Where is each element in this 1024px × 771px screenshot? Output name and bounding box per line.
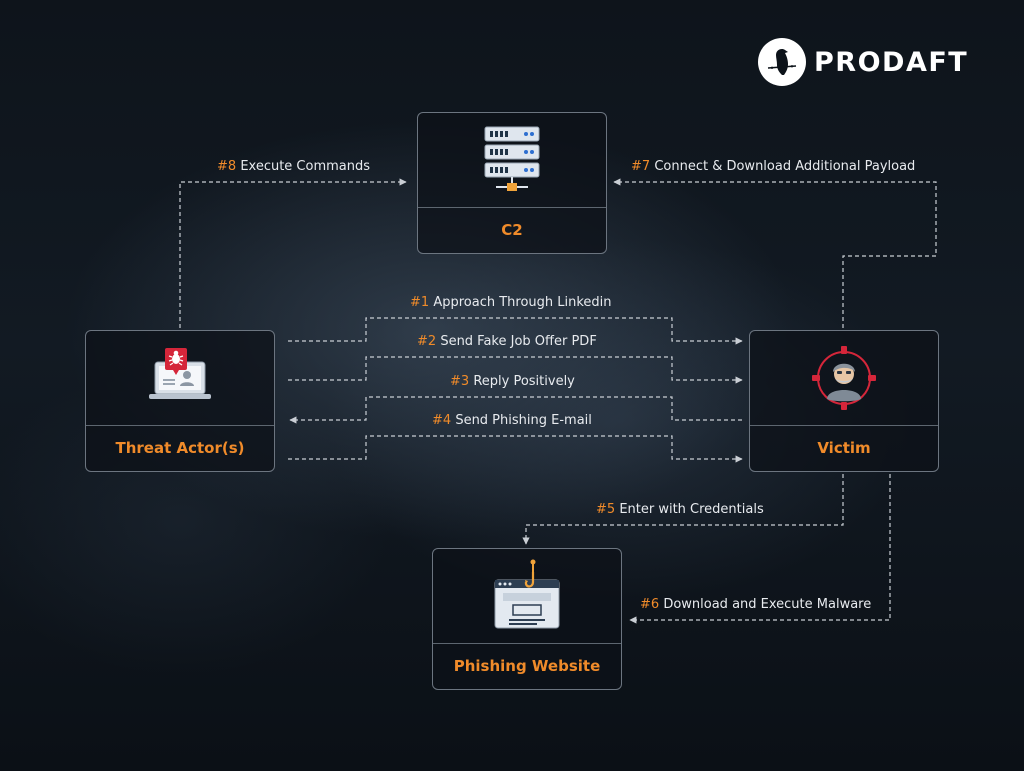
node-victim-label: Victim	[817, 438, 871, 457]
divider	[418, 207, 606, 208]
bird-logo-icon	[758, 38, 806, 86]
step-4-label: #4 Send Phishing E-mail	[432, 413, 592, 428]
step-1-label: #1 Approach Through Linkedin	[410, 295, 612, 310]
step-6-label: #6 Download and Execute Malware	[640, 597, 872, 612]
node-threat-actor: Threat Actor(s)	[85, 330, 275, 472]
server-rack-icon	[418, 113, 606, 207]
prodaft-logo: PRODAFT	[758, 38, 968, 86]
connector-step-4	[288, 435, 743, 463]
connector-step-3	[289, 396, 742, 424]
divider	[433, 643, 621, 644]
node-phishing-website-label: Phishing Website	[453, 656, 601, 675]
brand-name: PRODAFT	[814, 46, 969, 78]
hacked-laptop-icon	[86, 331, 274, 425]
targeted-person-icon	[750, 331, 938, 425]
connector-step-1	[288, 317, 743, 345]
step-5-label: #5 Enter with Credentials	[596, 502, 764, 517]
connector-step-8	[179, 178, 407, 328]
phishing-hook-browser-icon	[433, 549, 621, 643]
node-c2: C2	[417, 112, 607, 254]
step-3-label: #3 Reply Positively	[450, 374, 575, 389]
step-7-label: #7 Connect & Download Additional Payload	[631, 159, 916, 174]
connector-step-7	[613, 178, 937, 328]
divider	[86, 425, 274, 426]
step-2-label: #2 Send Fake Job Offer PDF	[417, 334, 597, 349]
step-8-label: #8 Execute Commands	[217, 159, 371, 174]
divider	[750, 425, 938, 426]
node-c2-label: C2	[501, 220, 523, 239]
connector-step-2	[288, 356, 743, 384]
node-threat-actor-label: Threat Actor(s)	[115, 438, 245, 457]
node-phishing-website: Phishing Website	[432, 548, 622, 690]
node-victim: Victim	[749, 330, 939, 472]
